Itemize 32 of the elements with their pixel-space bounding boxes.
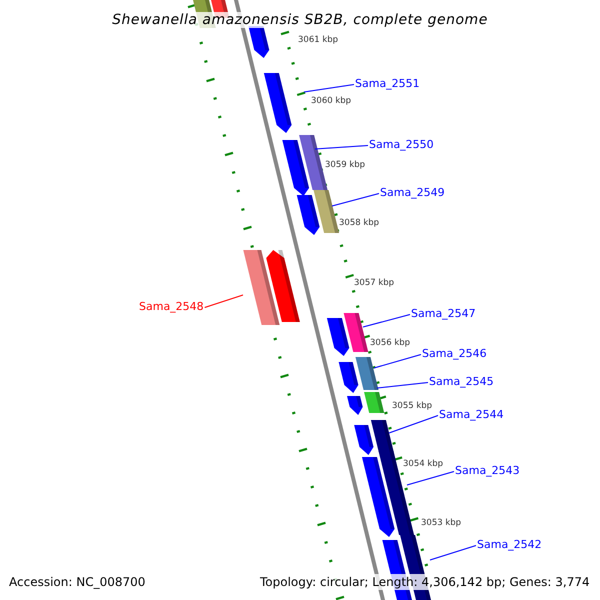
gene-label: Sama_2546: [422, 347, 487, 360]
leader-line: [304, 84, 354, 92]
title: Shewanella amazonensis SB2B, complete genome: [112, 12, 488, 28]
leader-line: [374, 354, 422, 368]
leader-line: [376, 382, 428, 388]
leader-line: [388, 415, 438, 434]
scale-label: 3056 kbp: [370, 338, 410, 348]
leader-line: [204, 294, 244, 308]
gene-label: Sama_2549: [380, 186, 445, 199]
gene-label: Sama_2543: [455, 464, 520, 477]
scale-label: 3055 kbp: [392, 401, 432, 411]
gene-label: Sama_2551: [355, 77, 420, 90]
scale-label: 3061 kbp: [298, 35, 338, 45]
gene-label: Sama_2548: [139, 300, 204, 313]
leader-line: [314, 145, 368, 150]
scale-label: 3059 kbp: [325, 160, 366, 170]
scale-label: 3058 kbp: [339, 218, 380, 228]
footer-text: Topology: circular; Length: 4,306,142 bp; Genes: 3,774: [258, 574, 592, 590]
scale-label: 3053 kbp: [421, 518, 462, 528]
gene-label: Sama_2542: [477, 538, 542, 551]
leader-line: [332, 193, 380, 206]
scale-label: 3057 kbp: [354, 278, 394, 288]
leader-line: [430, 545, 476, 560]
scale-label: 3060 kbp: [311, 96, 352, 106]
gene-label: Sama_2545: [429, 375, 494, 388]
gene-label: Sama_2544: [439, 408, 504, 421]
leader-line: [406, 471, 454, 486]
scale-label: 3054 kbp: [403, 459, 444, 469]
leader-line: [362, 314, 410, 328]
gene-label: Sama_2550: [369, 138, 434, 151]
gene-label: Sama_2547: [411, 307, 476, 320]
footer-text: Accession: NC_008700: [7, 574, 148, 590]
